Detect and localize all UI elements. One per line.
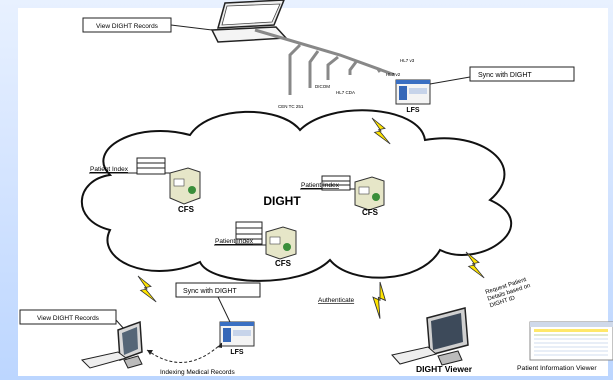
bottom-lfs-label: LFS	[230, 349, 244, 356]
bottom-view-records-box	[19, 309, 117, 325]
tree-label-5: CEN TC 251	[278, 104, 304, 109]
bolt-icon-3	[362, 281, 398, 320]
desktop-computer-icon-left	[81, 320, 143, 369]
indexing-arc	[146, 342, 223, 363]
bottom-lfs-window-icon	[219, 321, 255, 347]
bottom-sync-label: Sync with DIGHT	[183, 288, 237, 295]
cfs-label-3: CFS	[275, 259, 292, 268]
patient-index-label-3: Patient Index	[215, 238, 254, 245]
tree-label-3: HL7 CDA	[336, 90, 355, 95]
request-details-label: Request Patient Details based on DIGHT I…	[485, 277, 532, 309]
viewer-label: DIGHT Viewer	[416, 364, 473, 374]
laptop-icon	[210, 0, 288, 43]
patient-index-label-1: Patient Index	[90, 166, 129, 173]
patient-index-label-2: Patient Index	[301, 182, 340, 189]
standards-tree	[254, 28, 396, 95]
top-view-records-label: View DIGHT Records	[96, 23, 159, 30]
cfs-server-icon-3	[214, 221, 297, 260]
cfs-server-icon-1	[89, 157, 201, 205]
top-sync-label: Sync with DIGHT	[478, 72, 532, 79]
cfs-label-1: CFS	[178, 205, 195, 214]
bolt-icon-4	[465, 251, 485, 279]
authenticate-label: Authenticate	[318, 297, 355, 304]
tree-label-4: DICOM	[315, 84, 330, 89]
bolt-icon-2	[137, 275, 157, 303]
tree-label-2: HL7 v2	[386, 72, 401, 77]
cfs-label-2: CFS	[362, 208, 379, 217]
desktop-computer-icon-viewer	[391, 307, 469, 366]
top-lfs-label: LFS	[406, 107, 420, 114]
dight-cloud	[80, 109, 513, 282]
top-lfs-window-icon	[395, 79, 431, 105]
tree-label-1: HL7 v3	[400, 58, 415, 63]
dight-center-label: DIGHT	[263, 194, 301, 208]
patient-info-window	[529, 321, 613, 361]
bottom-view-records-label: View DIGHT Records	[37, 315, 100, 322]
cfs-server-icon-2	[300, 175, 385, 211]
patient-info-label: Patient Information Viewer	[517, 365, 597, 372]
indexing-label: Indexing Medical Records	[160, 369, 236, 376]
top-sync-box	[469, 66, 575, 82]
